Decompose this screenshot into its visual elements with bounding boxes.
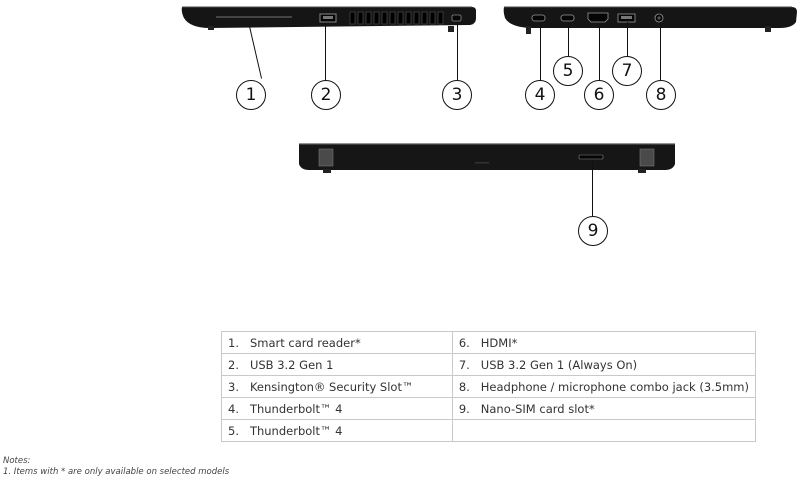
table-row: 4. Thunderbolt™ 4 9. Nano-SIM card slot* bbox=[221, 397, 757, 420]
item-number: 9. bbox=[458, 401, 470, 416]
leader-line-6 bbox=[599, 24, 601, 81]
ports-table: 1. Smart card reader* 6. HDMI* 2. USB 3.… bbox=[221, 331, 757, 442]
table-row: 3. Kensington® Security Slot™ 8. Headpho… bbox=[221, 375, 757, 398]
item-number: 3. bbox=[228, 379, 239, 394]
port-name: Nano-SIM card slot* bbox=[480, 401, 595, 416]
callout-1: 1 bbox=[236, 80, 266, 110]
callout-6: 6 bbox=[584, 80, 614, 110]
callout-2: 2 bbox=[311, 80, 341, 110]
smart-card-slot bbox=[216, 16, 292, 18]
item-number: 5. bbox=[228, 423, 239, 438]
leader-line-7 bbox=[627, 22, 629, 56]
left-side-view bbox=[181, 6, 476, 32]
hinge-right bbox=[639, 148, 655, 167]
callout-5: 5 bbox=[553, 56, 583, 86]
port-name: Kensington® Security Slot™ bbox=[249, 379, 414, 394]
rear-view bbox=[299, 143, 675, 173]
right-side-view bbox=[503, 6, 797, 34]
hinge-left bbox=[318, 148, 334, 167]
item-number: 8. bbox=[458, 379, 470, 394]
item-number: 6. bbox=[458, 335, 470, 350]
leader-line-3 bbox=[457, 22, 459, 81]
callout-7: 7 bbox=[612, 56, 642, 86]
item-number: 2. bbox=[228, 357, 239, 372]
notes-line: 1. Items with * are only available on se… bbox=[3, 467, 230, 477]
leader-line-4 bbox=[540, 22, 542, 81]
item-number: 1. bbox=[228, 335, 239, 350]
port-name: Smart card reader* bbox=[249, 335, 361, 350]
leader-line-2 bbox=[325, 23, 327, 81]
item-number: 4. bbox=[228, 401, 239, 416]
port-name: Thunderbolt™ 4 bbox=[249, 423, 343, 438]
thunderbolt-port-2 bbox=[560, 14, 575, 22]
callout-4: 4 bbox=[525, 80, 555, 110]
callout-8: 8 bbox=[646, 80, 676, 110]
leader-line-9 bbox=[592, 160, 594, 216]
vent-grille bbox=[349, 11, 444, 25]
leader-line-8 bbox=[660, 22, 662, 81]
nano-sim-slot bbox=[578, 154, 604, 160]
table-row: 5. Thunderbolt™ 4 bbox=[221, 419, 757, 442]
notes: Notes: 1. Items with * are only availabl… bbox=[3, 456, 229, 478]
callout-3: 3 bbox=[442, 80, 472, 110]
port-name: USB 3.2 Gen 1 (Always On) bbox=[480, 357, 638, 372]
leader-line-5 bbox=[568, 22, 570, 56]
port-name: USB 3.2 Gen 1 bbox=[249, 357, 334, 372]
notes-heading: Notes: bbox=[3, 456, 31, 466]
port-name: Headphone / microphone combo jack (3.5mm… bbox=[480, 379, 749, 394]
item-number: 7. bbox=[458, 357, 470, 372]
kensington-slot bbox=[451, 14, 462, 22]
callout-9: 9 bbox=[578, 216, 608, 246]
table-row: 1. Smart card reader* 6. HDMI* bbox=[221, 331, 757, 354]
port-name: Thunderbolt™ 4 bbox=[249, 401, 343, 416]
thunderbolt-port-1 bbox=[531, 14, 546, 22]
port-name: HDMI* bbox=[480, 335, 518, 350]
table-row: 2. USB 3.2 Gen 1 7. USB 3.2 Gen 1 (Alway… bbox=[221, 353, 757, 376]
hdmi-port bbox=[587, 12, 609, 23]
